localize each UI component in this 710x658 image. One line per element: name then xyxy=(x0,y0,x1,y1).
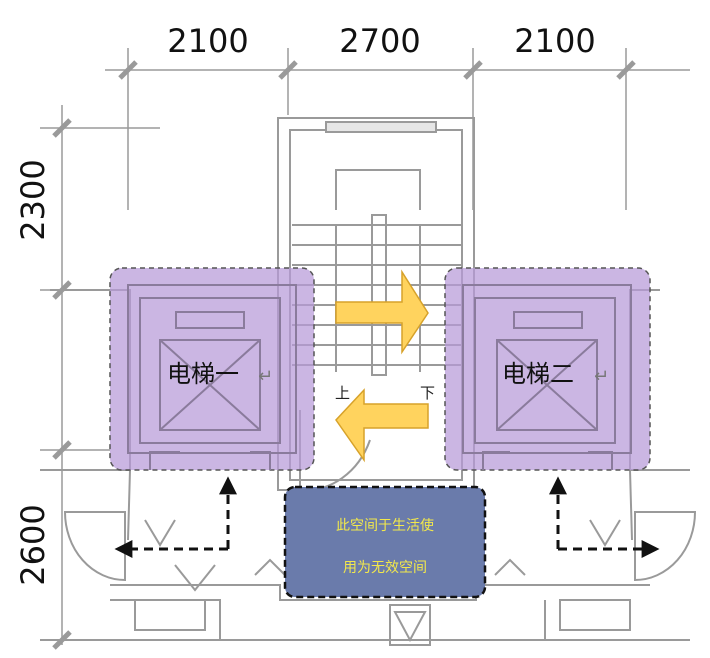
dimension-left-2: 2600 xyxy=(14,504,52,585)
ineffective-space-note: 此空间于生活使 用为无效空间 xyxy=(283,485,487,599)
dimension-lines xyxy=(40,48,690,645)
stair-up-mark: 上 xyxy=(335,384,350,402)
stair-down-mark: 下 xyxy=(420,384,435,402)
right-block-arrow-icon xyxy=(335,269,429,355)
return-mark: ↵ xyxy=(594,366,609,387)
dashed-route-arrow-icon xyxy=(114,476,237,558)
elevator-one-label: 电梯一 xyxy=(167,360,239,388)
dimension-left-1: 2300 xyxy=(14,159,52,240)
left-block-arrow-icon xyxy=(335,388,429,463)
note-line-1: 此空间于生活使 xyxy=(336,517,434,534)
dashed-route-arrow-icon xyxy=(549,476,660,558)
return-mark: ↵ xyxy=(258,366,273,387)
elevator-two-label: 电梯二 xyxy=(502,360,574,388)
note-line-2: 用为无效空间 xyxy=(343,560,427,576)
elevator-one-zone: 电梯一 ↵ xyxy=(109,267,315,471)
dimension-top-2: 2700 xyxy=(339,22,420,60)
dimension-top-1: 2100 xyxy=(167,22,248,60)
elevator-two-zone: 电梯二 ↵ xyxy=(444,267,651,471)
dimension-top-3: 2100 xyxy=(514,22,595,60)
